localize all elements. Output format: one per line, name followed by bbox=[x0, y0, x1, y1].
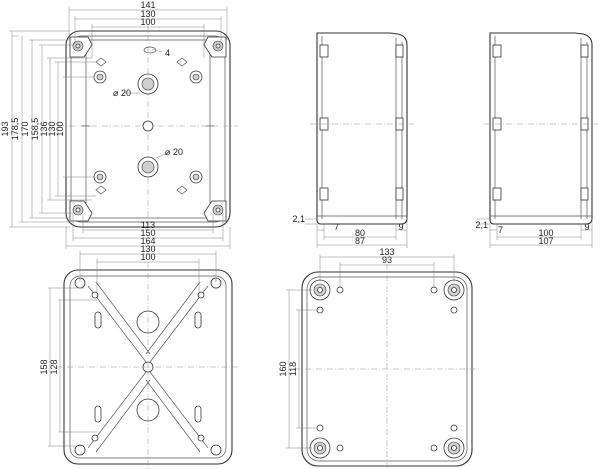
dim-150: 150 bbox=[140, 228, 155, 238]
dim-9: 9 bbox=[398, 222, 403, 232]
dim-160: 160 bbox=[278, 361, 288, 376]
top-view: 4 ⌀ 20 ⌀ 20 141 130 100 113 150 164 bbox=[0, 0, 238, 249]
dim-100: 100 bbox=[140, 252, 155, 262]
dim-87: 87 bbox=[355, 236, 365, 246]
dim-2-1: 2,1 bbox=[475, 220, 488, 230]
dim-193: 193 bbox=[0, 121, 10, 136]
dim-113: 113 bbox=[141, 220, 155, 230]
bottom-corner-features bbox=[74, 277, 222, 456]
dim-100: 100 bbox=[140, 17, 155, 27]
side-view-tall: 2,1 7 100 9 107 bbox=[475, 32, 598, 248]
lid-corner-screws bbox=[309, 279, 465, 459]
dim-107: 107 bbox=[538, 236, 553, 246]
dim-128: 128 bbox=[49, 359, 59, 374]
side-view-short: 2,1 7 80 9 87 bbox=[292, 32, 414, 248]
side-view-tall-outline bbox=[489, 32, 593, 225]
dim-93: 93 bbox=[382, 255, 392, 265]
dim-80: 80 bbox=[355, 228, 365, 238]
dim-118: 118 bbox=[288, 362, 298, 376]
dim-7: 7 bbox=[498, 225, 503, 235]
dim-100: 100 bbox=[55, 121, 65, 136]
callout-hole-20-middle: 20 bbox=[173, 147, 183, 157]
top-view-bottom-dims bbox=[65, 214, 231, 249]
lid-view-dims bbox=[286, 254, 455, 449]
bottom-view: 130 100 158 128 bbox=[39, 244, 240, 469]
dim-170: 170 bbox=[20, 121, 30, 136]
corner-screw-boss-tr bbox=[203, 36, 227, 58]
corner-screw-boss-br bbox=[203, 200, 227, 222]
callout-hole-20-top: 20 bbox=[121, 88, 131, 98]
bottom-slots bbox=[94, 311, 202, 423]
cable-bosses bbox=[93, 70, 203, 184]
dim-158-5: 158,5 bbox=[30, 118, 40, 141]
corner-screw-boss-tl bbox=[69, 36, 93, 58]
dim-164: 164 bbox=[140, 236, 155, 246]
lid-fixing-holes bbox=[316, 286, 458, 452]
dim-2-1: 2,1 bbox=[292, 214, 305, 224]
dim-130: 130 bbox=[47, 121, 57, 136]
dim-178-5: 178,5 bbox=[10, 118, 20, 141]
diameter-symbol: ⌀ bbox=[113, 88, 119, 98]
dim-9: 9 bbox=[584, 222, 589, 232]
dim-7: 7 bbox=[334, 222, 339, 232]
x-ribs bbox=[87, 281, 209, 453]
callout-hole-4: 4 bbox=[165, 48, 170, 58]
dim-100: 100 bbox=[538, 228, 553, 238]
diameter-symbol: ⌀ bbox=[165, 147, 171, 157]
mounting-slots bbox=[95, 46, 188, 195]
dim-130: 130 bbox=[140, 244, 155, 254]
dim-141: 141 bbox=[140, 0, 155, 10]
bottom-view-dims bbox=[48, 251, 217, 447]
corner-screw-boss-bl bbox=[69, 200, 93, 222]
top-view-vertical-dims bbox=[9, 30, 96, 228]
dim-158: 158 bbox=[39, 359, 49, 374]
dim-136: 136 bbox=[39, 121, 49, 136]
side-view-short-outline bbox=[316, 32, 408, 225]
lid-view: 133 93 160 118 bbox=[278, 247, 480, 469]
dim-130: 130 bbox=[140, 9, 155, 19]
top-view-horizontal-dims bbox=[68, 7, 228, 58]
dim-133: 133 bbox=[379, 247, 394, 257]
